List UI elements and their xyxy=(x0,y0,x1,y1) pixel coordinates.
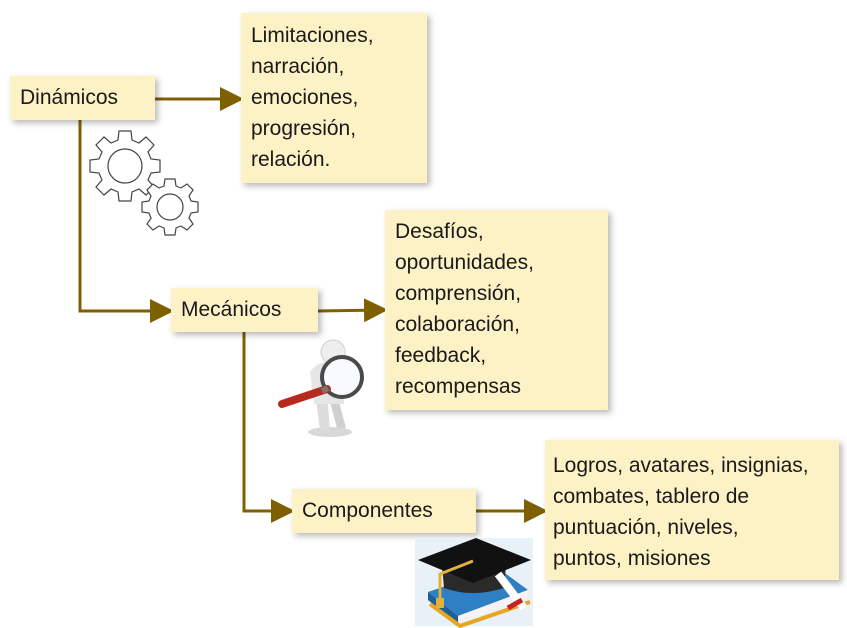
connector-dinamicos-to-mecanicos xyxy=(78,118,174,323)
gear-large-icon xyxy=(89,130,161,202)
componentes-node: Componentes xyxy=(292,489,476,533)
dinamicos-label: Dinámicos xyxy=(20,86,119,109)
mecanicos-item: recompensas xyxy=(395,375,522,398)
mecanicos-item: Desafíos, xyxy=(395,220,484,243)
componentes-item: combates, tablero de xyxy=(553,485,750,508)
mecanicos-item: feedback, xyxy=(395,344,487,367)
gear-small-icon xyxy=(141,178,199,236)
dinamicos-node: Dinámicos xyxy=(10,76,155,120)
componentes-item: Logros, avatares, insignias, xyxy=(553,454,809,477)
mecanicos-item: colaboración, xyxy=(395,313,520,336)
componentes-item: puntos, misiones xyxy=(553,547,711,570)
dinamicos-details-box: Limitaciones, narración, emociones, prog… xyxy=(241,13,427,183)
componentes-details-box: Logros, avatares, insignias, combates, t… xyxy=(545,440,839,580)
dinamicos-item: relación. xyxy=(251,148,331,171)
mecanicos-item: comprensión, xyxy=(395,282,522,305)
dinamicos-item: narración, xyxy=(251,55,345,78)
connector-mecanicos-to-componentes xyxy=(242,330,295,523)
dinamicos-item: emociones, xyxy=(251,86,359,109)
mecanicos-label: Mecánicos xyxy=(181,298,282,321)
connector-mecanicos-to-details xyxy=(317,298,388,323)
mecanicos-item: oportunidades, xyxy=(395,251,534,274)
dinamicos-item: Limitaciones, xyxy=(251,24,374,47)
dinamicos-item: progresión, xyxy=(251,117,357,140)
mecanicos-details-box: Desafíos, oportunidades, comprensión, co… xyxy=(385,210,608,410)
componentes-label: Componentes xyxy=(302,499,433,522)
componentes-item: puntuación, niveles, xyxy=(553,516,739,539)
mecanicos-node: Mecánicos xyxy=(171,288,318,332)
